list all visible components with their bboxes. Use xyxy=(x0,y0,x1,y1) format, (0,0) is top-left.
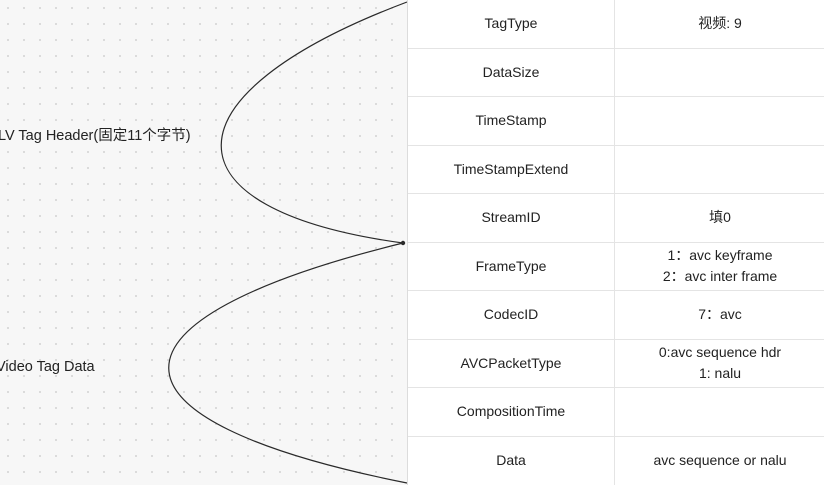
field-name: FrameType xyxy=(408,242,615,290)
field-value: 填0 xyxy=(615,194,824,242)
field-name: TimeStamp xyxy=(408,97,615,145)
table-row: TagType 视频: 9 xyxy=(408,0,824,49)
field-name: CompositionTime xyxy=(408,388,615,436)
table-row: TimeStampExtend xyxy=(408,145,824,194)
table-row: TimeStamp xyxy=(408,97,824,146)
field-value xyxy=(615,49,824,97)
field-name: StreamID xyxy=(408,194,615,242)
table-row: DataSize xyxy=(408,48,824,97)
field-value-line: 1：avc keyframe xyxy=(667,247,773,264)
field-value: 1：avc keyframe 2：avc inter frame xyxy=(615,243,824,291)
field-value-line: 1: nalu xyxy=(698,365,742,382)
table-row: Data avc sequence or nalu xyxy=(408,436,824,485)
field-value xyxy=(615,388,824,436)
video-tag-data-label: Video Tag Data xyxy=(0,359,95,375)
field-value-line: 填0 xyxy=(709,209,731,226)
field-value: 0:avc sequence hdr 1: nalu xyxy=(615,340,824,388)
field-value-line: 视频: 9 xyxy=(698,15,742,32)
field-table: TagType 视频: 9 DataSize TimeStamp TimeSta… xyxy=(407,0,824,485)
table-row: FrameType 1：avc keyframe 2：avc inter fra… xyxy=(408,242,824,291)
brace-joint-dot xyxy=(400,240,406,246)
field-value-line: 0:avc sequence hdr xyxy=(658,344,782,361)
data-brace-curve xyxy=(168,242,408,484)
field-name: DataSize xyxy=(408,48,615,96)
field-value-line: 7：avc xyxy=(698,306,742,323)
field-name: AVCPacketType xyxy=(408,339,615,387)
field-name: TagType xyxy=(408,0,615,48)
field-value: 7：avc xyxy=(615,291,824,339)
field-value: 视频: 9 xyxy=(615,0,824,48)
table-row: StreamID 填0 xyxy=(408,194,824,243)
field-name: TimeStampExtend xyxy=(408,145,615,193)
header-brace-curve xyxy=(220,1,408,244)
field-value-line: avc sequence or nalu xyxy=(653,452,787,469)
field-value xyxy=(615,97,824,145)
field-name: Data xyxy=(408,436,615,485)
field-value-line: 2：avc inter frame xyxy=(662,268,778,285)
field-value: avc sequence or nalu xyxy=(615,437,824,485)
flv-tag-header-label: LV Tag Header(固定11个字节) xyxy=(0,128,191,144)
table-row: CodecID 7：avc xyxy=(408,291,824,340)
field-value xyxy=(615,146,824,194)
field-name: CodecID xyxy=(408,291,615,339)
table-row: AVCPacketType 0:avc sequence hdr 1: nalu xyxy=(408,339,824,388)
table-row: CompositionTime xyxy=(408,388,824,437)
